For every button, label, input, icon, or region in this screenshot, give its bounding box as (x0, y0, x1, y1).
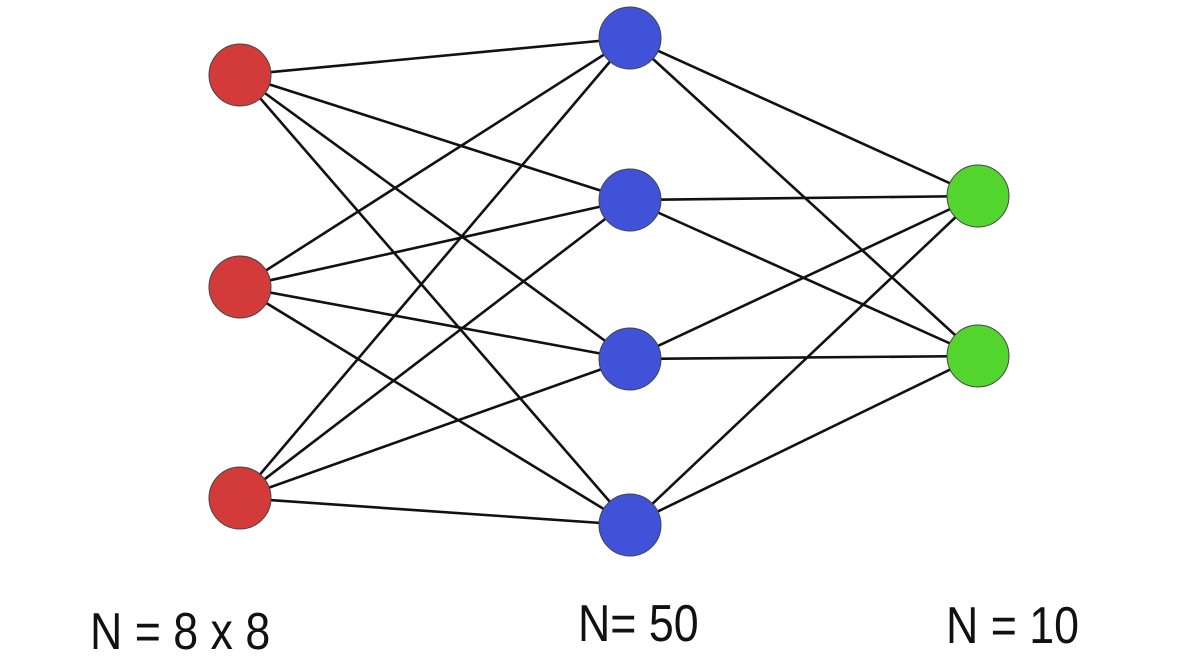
input-node-2 (208, 255, 272, 319)
edge-input-0-to-hidden-3 (238, 73, 632, 527)
edge-input-2-to-hidden-0 (238, 36, 632, 500)
edge-hidden-3-to-output-0 (628, 194, 980, 527)
hidden-node-3 (598, 327, 662, 391)
input-layer-label: N = 8 x 8 (90, 603, 271, 661)
edge-input-2-to-hidden-1 (238, 198, 632, 500)
edge-hidden-2-to-output-0 (628, 194, 980, 361)
edge-input-0-to-hidden-0 (238, 36, 632, 77)
edge-hidden-1-to-output-0 (628, 194, 980, 202)
hidden-node-4 (598, 493, 662, 557)
edge-input-0-to-hidden-1 (238, 73, 632, 202)
nodes-group (208, 6, 1010, 557)
edge-hidden-3-to-output-1 (628, 354, 980, 527)
edge-input-2-to-hidden-3 (238, 496, 632, 527)
edge-input-1-to-hidden-1 (238, 198, 632, 289)
edge-hidden-0-to-output-0 (628, 36, 980, 198)
hidden-node-1 (598, 6, 662, 70)
edge-input-0-to-hidden-2 (238, 73, 632, 361)
output-node-2 (946, 324, 1010, 388)
output-node-1 (946, 164, 1010, 228)
hidden-layer-label: N= 50 (578, 595, 699, 653)
output-layer-label: N = 10 (946, 597, 1080, 655)
edge-input-2-to-hidden-2 (238, 357, 632, 500)
input-node-1 (208, 43, 272, 107)
edge-input-1-to-hidden-2 (238, 285, 632, 361)
input-node-3 (208, 466, 272, 530)
hidden-node-2 (598, 168, 662, 232)
edges-group (238, 36, 980, 527)
edge-input-1-to-hidden-0 (238, 36, 632, 289)
edge-input-1-to-hidden-3 (238, 285, 632, 527)
edge-hidden-2-to-output-1 (628, 354, 980, 361)
